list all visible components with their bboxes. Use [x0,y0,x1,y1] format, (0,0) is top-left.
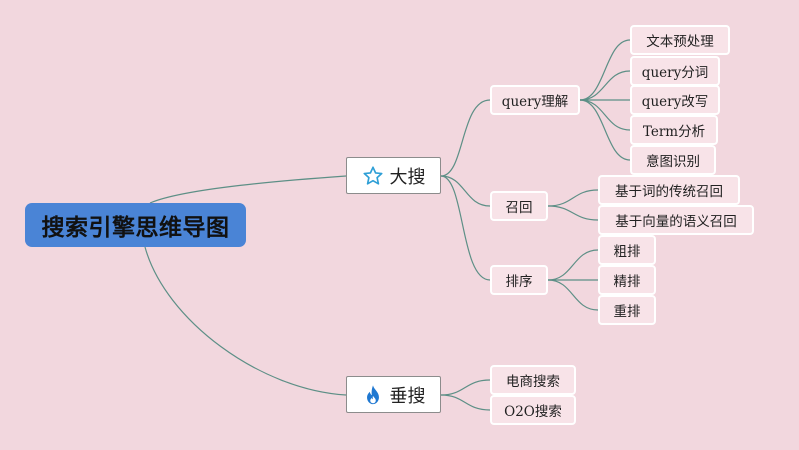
topic-query-segmentation[interactable]: query分词 [630,56,720,86]
branch-dasou-label: 大搜 [389,166,426,188]
topic-coarse-ranking[interactable]: 粗排 [598,235,656,265]
link-recall-2 [547,205,599,221]
link-dasou-recall [440,175,491,207]
link-root-dasou [149,175,347,204]
link-root-vertical [144,246,347,396]
topic-ranking[interactable]: 排序 [490,265,548,295]
topic-vector-semantic-recall[interactable]: 基于向量的语义召回 [598,205,754,235]
topic-fine-ranking[interactable]: 精排 [598,265,656,295]
topic-ecommerce-search[interactable]: 电商搜索 [490,365,576,395]
link-dasou-rank [440,175,491,281]
branch-vertical-label: 垂搜 [389,385,426,407]
topic-query-understanding[interactable]: query理解 [490,85,580,115]
topic-text-preprocessing[interactable]: 文本预处理 [630,25,730,55]
link-query-2 [579,70,631,101]
link-query-5 [579,99,631,161]
topic-recall[interactable]: 召回 [490,191,548,221]
fire-icon [362,384,384,406]
topic-term-analysis[interactable]: Term分析 [630,115,718,145]
topic-query-rewrite[interactable]: query改写 [630,85,720,115]
link-query-4 [579,99,631,131]
link-vertical-1 [440,379,491,396]
topic-o2o-search[interactable]: O2O搜索 [490,395,576,425]
link-rank-1 [547,249,599,281]
star-icon [362,165,384,187]
link-vertical-2 [440,394,491,411]
link-rank-3 [547,279,599,311]
topic-intent-recognition[interactable]: 意图识别 [630,145,716,175]
link-dasou-query [440,99,491,177]
link-recall-1 [547,189,599,207]
branch-vertical[interactable]: 垂搜 [346,376,441,413]
topic-term-based-recall[interactable]: 基于词的传统召回 [598,175,740,205]
link-query-1 [579,39,631,101]
topic-reranking[interactable]: 重排 [598,295,656,325]
root-topic[interactable]: 搜索引擎思维导图 [25,203,246,247]
branch-dasou[interactable]: 大搜 [346,157,441,194]
